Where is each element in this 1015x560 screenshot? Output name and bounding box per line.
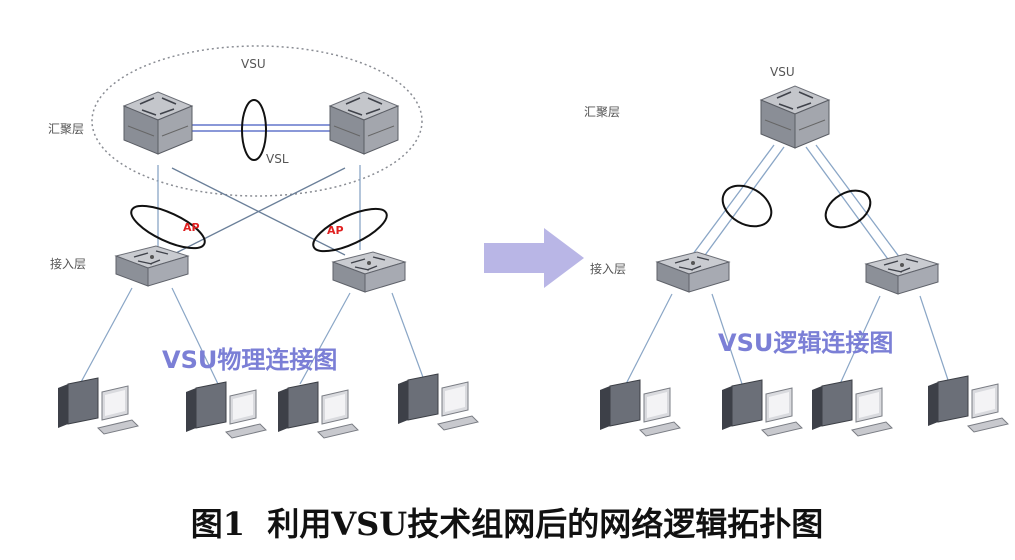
right-pc-3 — [811, 379, 893, 437]
ap-label-left: AP — [183, 221, 200, 234]
ap-ring-right — [312, 207, 388, 253]
right-access-layer-label: 接入层 — [590, 261, 626, 276]
vsl-bundle-ring — [241, 99, 267, 161]
right-agg-layer-label: 汇聚层 — [584, 105, 620, 119]
core-switch-right — [329, 91, 399, 155]
vsu-core-switch — [760, 85, 830, 149]
left-caption: VSU物理连接图 — [162, 346, 337, 374]
pc-3 — [277, 381, 359, 439]
left-physical-diagram: VSU 汇聚层 接入层 VSL AP AP VSU物理连 — [48, 45, 479, 439]
right-vsu-label: VSU — [770, 65, 795, 79]
left-agg-layer-label: 汇聚层 — [48, 122, 84, 136]
right-access-switch-right — [865, 253, 939, 295]
transform-arrow — [484, 228, 584, 288]
link-ring-left — [721, 184, 773, 228]
ap-label-right: AP — [327, 224, 344, 237]
right-pc-1 — [599, 379, 681, 437]
right-access-switch-left — [656, 251, 730, 293]
figure-title: 图1 利用VSU技术组网后的网络逻辑拓扑图 — [191, 505, 823, 543]
right-caption: VSU逻辑连接图 — [718, 329, 893, 357]
pc-4 — [397, 373, 479, 431]
core-switch-left — [123, 91, 193, 155]
ap-ring-left — [130, 204, 206, 250]
pc-2 — [185, 381, 267, 439]
pc-1 — [57, 377, 139, 435]
right-pc-4 — [927, 375, 1009, 433]
vsl-label: VSL — [266, 152, 289, 166]
right-pc-2 — [721, 379, 803, 437]
access-switch-right — [332, 251, 406, 293]
left-vsu-label: VSU — [241, 57, 266, 71]
left-access-layer-label: 接入层 — [50, 256, 86, 271]
vsu-boundary — [91, 45, 423, 197]
right-logical-diagram: VSU 汇聚层 接入层 VSU逻辑连接图 — [584, 65, 1009, 437]
link-ring-right — [824, 189, 872, 229]
